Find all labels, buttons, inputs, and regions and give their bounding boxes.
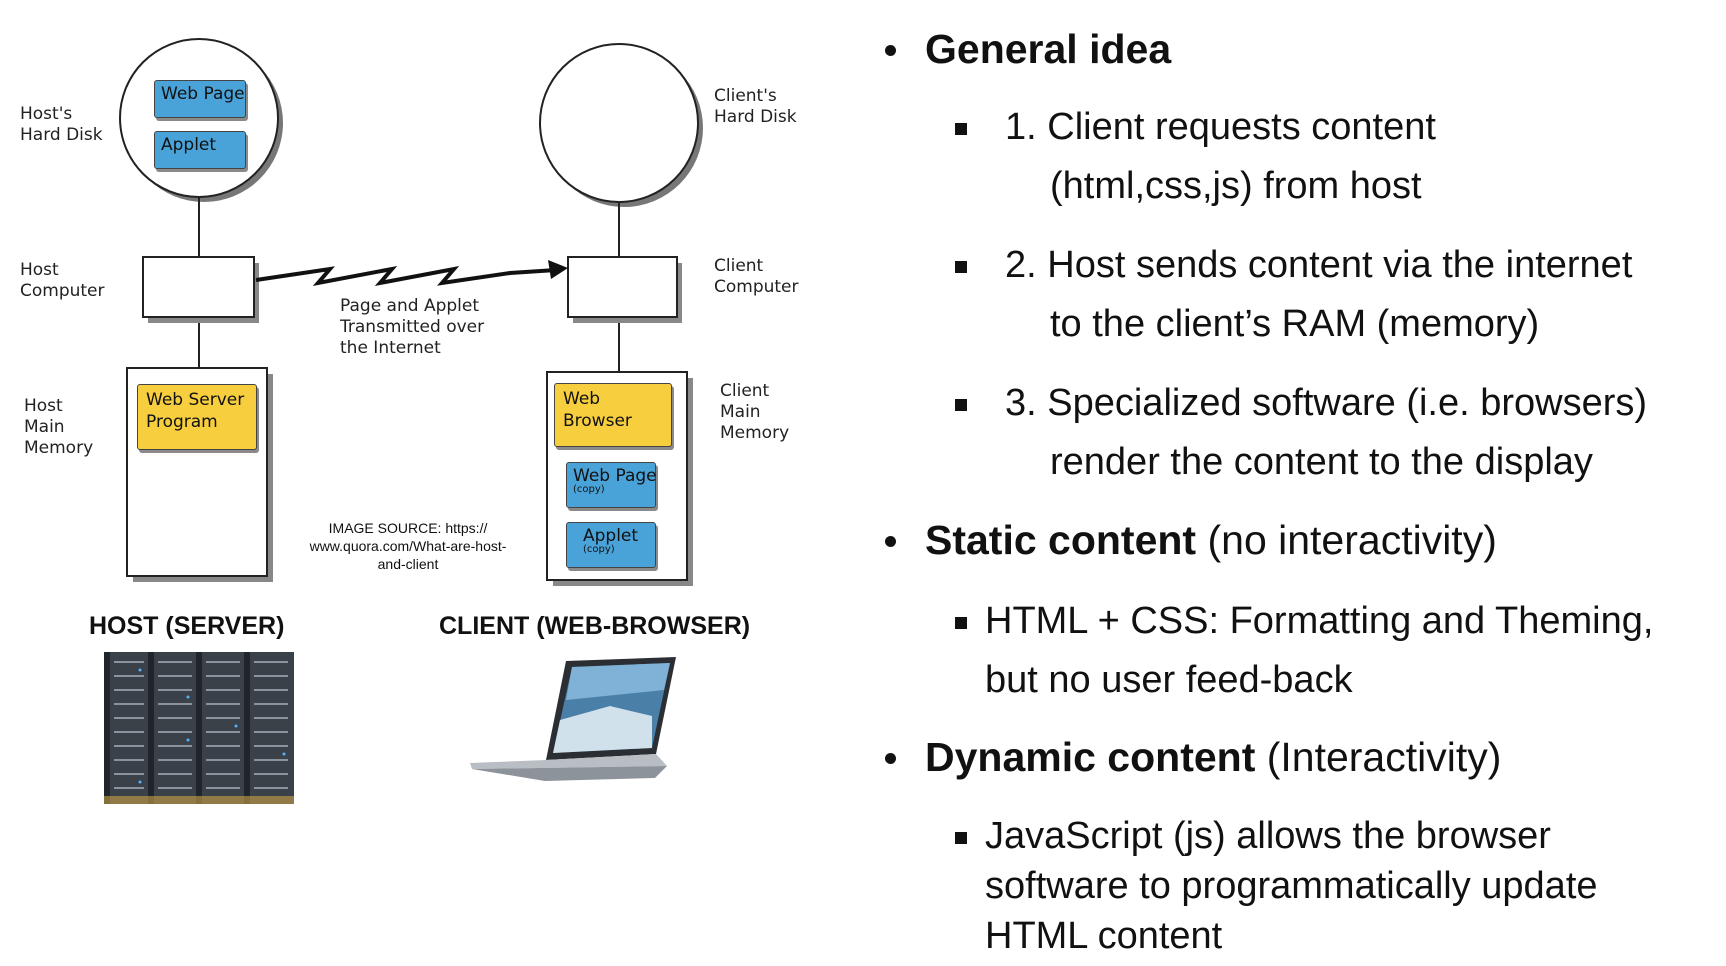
step-2-line-2: to the client’s RAM (memory) <box>1050 303 1540 345</box>
bullet-dot <box>885 536 896 547</box>
host-web-page-label: Web Page <box>161 84 245 104</box>
square-bullet <box>955 617 967 629</box>
client-computer-label: Client Computer <box>714 256 799 297</box>
client-applet-copy-box: Applet(copy) <box>566 522 656 568</box>
general-idea-heading: General idea <box>925 26 1172 72</box>
step-1-line-2: (html,css,js) from host <box>1050 165 1422 207</box>
client-hard-disk-circle <box>539 43 699 203</box>
client-hard-disk-label: Client's Hard Disk <box>714 86 797 127</box>
bullet-dot <box>885 45 896 56</box>
copy-tag: (copy) <box>573 484 605 495</box>
square-bullet <box>955 261 967 273</box>
web-browser-box: Web Browser <box>554 383 672 447</box>
client-web-page-label: Web Page <box>573 466 657 486</box>
web-server-program-box: Web Server Program <box>137 384 257 450</box>
host-hard-disk-label: Host's Hard Disk <box>20 104 103 145</box>
host-main-memory-label: Host Main Memory <box>24 396 94 458</box>
host-applet-box: Applet <box>154 131 246 169</box>
client-browser-caption: CLIENT (WEB-BROWSER) <box>439 612 751 640</box>
square-bullet <box>955 123 967 135</box>
client-web-page-copy-box: Web Page(copy) <box>566 462 657 508</box>
arrow-head <box>548 260 568 279</box>
host-hard-disk-circle <box>119 38 279 198</box>
host-computer-box <box>142 256 255 318</box>
transmission-label: Page and Applet Transmitted over the Int… <box>340 296 485 358</box>
copy-tag: (copy) <box>583 544 615 555</box>
server-rack-image <box>104 652 294 804</box>
dynamic-sub-line-3: HTML content <box>985 915 1223 957</box>
laptop-image <box>470 657 676 781</box>
dynamic-sub-line-1: JavaScript (js) allows the browser <box>985 815 1551 857</box>
dynamic-content-note: (Interactivity) <box>1255 734 1502 780</box>
host-server-caption: HOST (SERVER) <box>89 612 285 640</box>
web-browser-label: Web Browser <box>563 389 632 431</box>
bullet-dot <box>885 753 896 764</box>
step-1-line-1: 1. Client requests content <box>1005 106 1436 148</box>
step-3-line-1: 3. Specialized software (i.e. browsers) <box>1005 382 1648 424</box>
slide-bullets: General idea 1. Client requests content … <box>875 0 1726 966</box>
host-computer-label: Host Computer <box>20 260 105 301</box>
host-web-page-box: Web Page <box>154 80 246 118</box>
static-content-note: (no interactivity) <box>1196 517 1497 563</box>
internet-transmission-arrow <box>255 265 557 287</box>
dynamic-sub-line-2: software to programmatically update <box>985 865 1598 907</box>
client-applet-label: Applet <box>583 526 639 546</box>
static-sub-line-2: but no user feed-back <box>985 659 1353 701</box>
host-client-diagram: Host's Hard Disk Client's Hard Disk Host… <box>0 0 860 966</box>
image-source-note: IMAGE SOURCE: https:// www.quora.com/Wha… <box>309 520 507 572</box>
static-sub-line-1: HTML + CSS: Formatting and Theming, <box>985 600 1654 642</box>
static-content-heading: Static content <box>925 517 1197 563</box>
web-server-program-label: Web Server Program <box>146 390 245 432</box>
client-main-memory-label: Client Main Memory <box>720 381 790 443</box>
square-bullet <box>955 399 967 411</box>
step-2-line-1: 2. Host sends content via the internet <box>1005 244 1633 286</box>
dynamic-content-heading: Dynamic content <box>925 734 1256 780</box>
client-computer-box <box>567 256 678 318</box>
host-applet-label: Applet <box>161 135 217 155</box>
step-3-line-2: render the content to the display <box>1050 441 1593 483</box>
square-bullet <box>955 832 967 844</box>
diagram-graphics <box>104 38 703 804</box>
